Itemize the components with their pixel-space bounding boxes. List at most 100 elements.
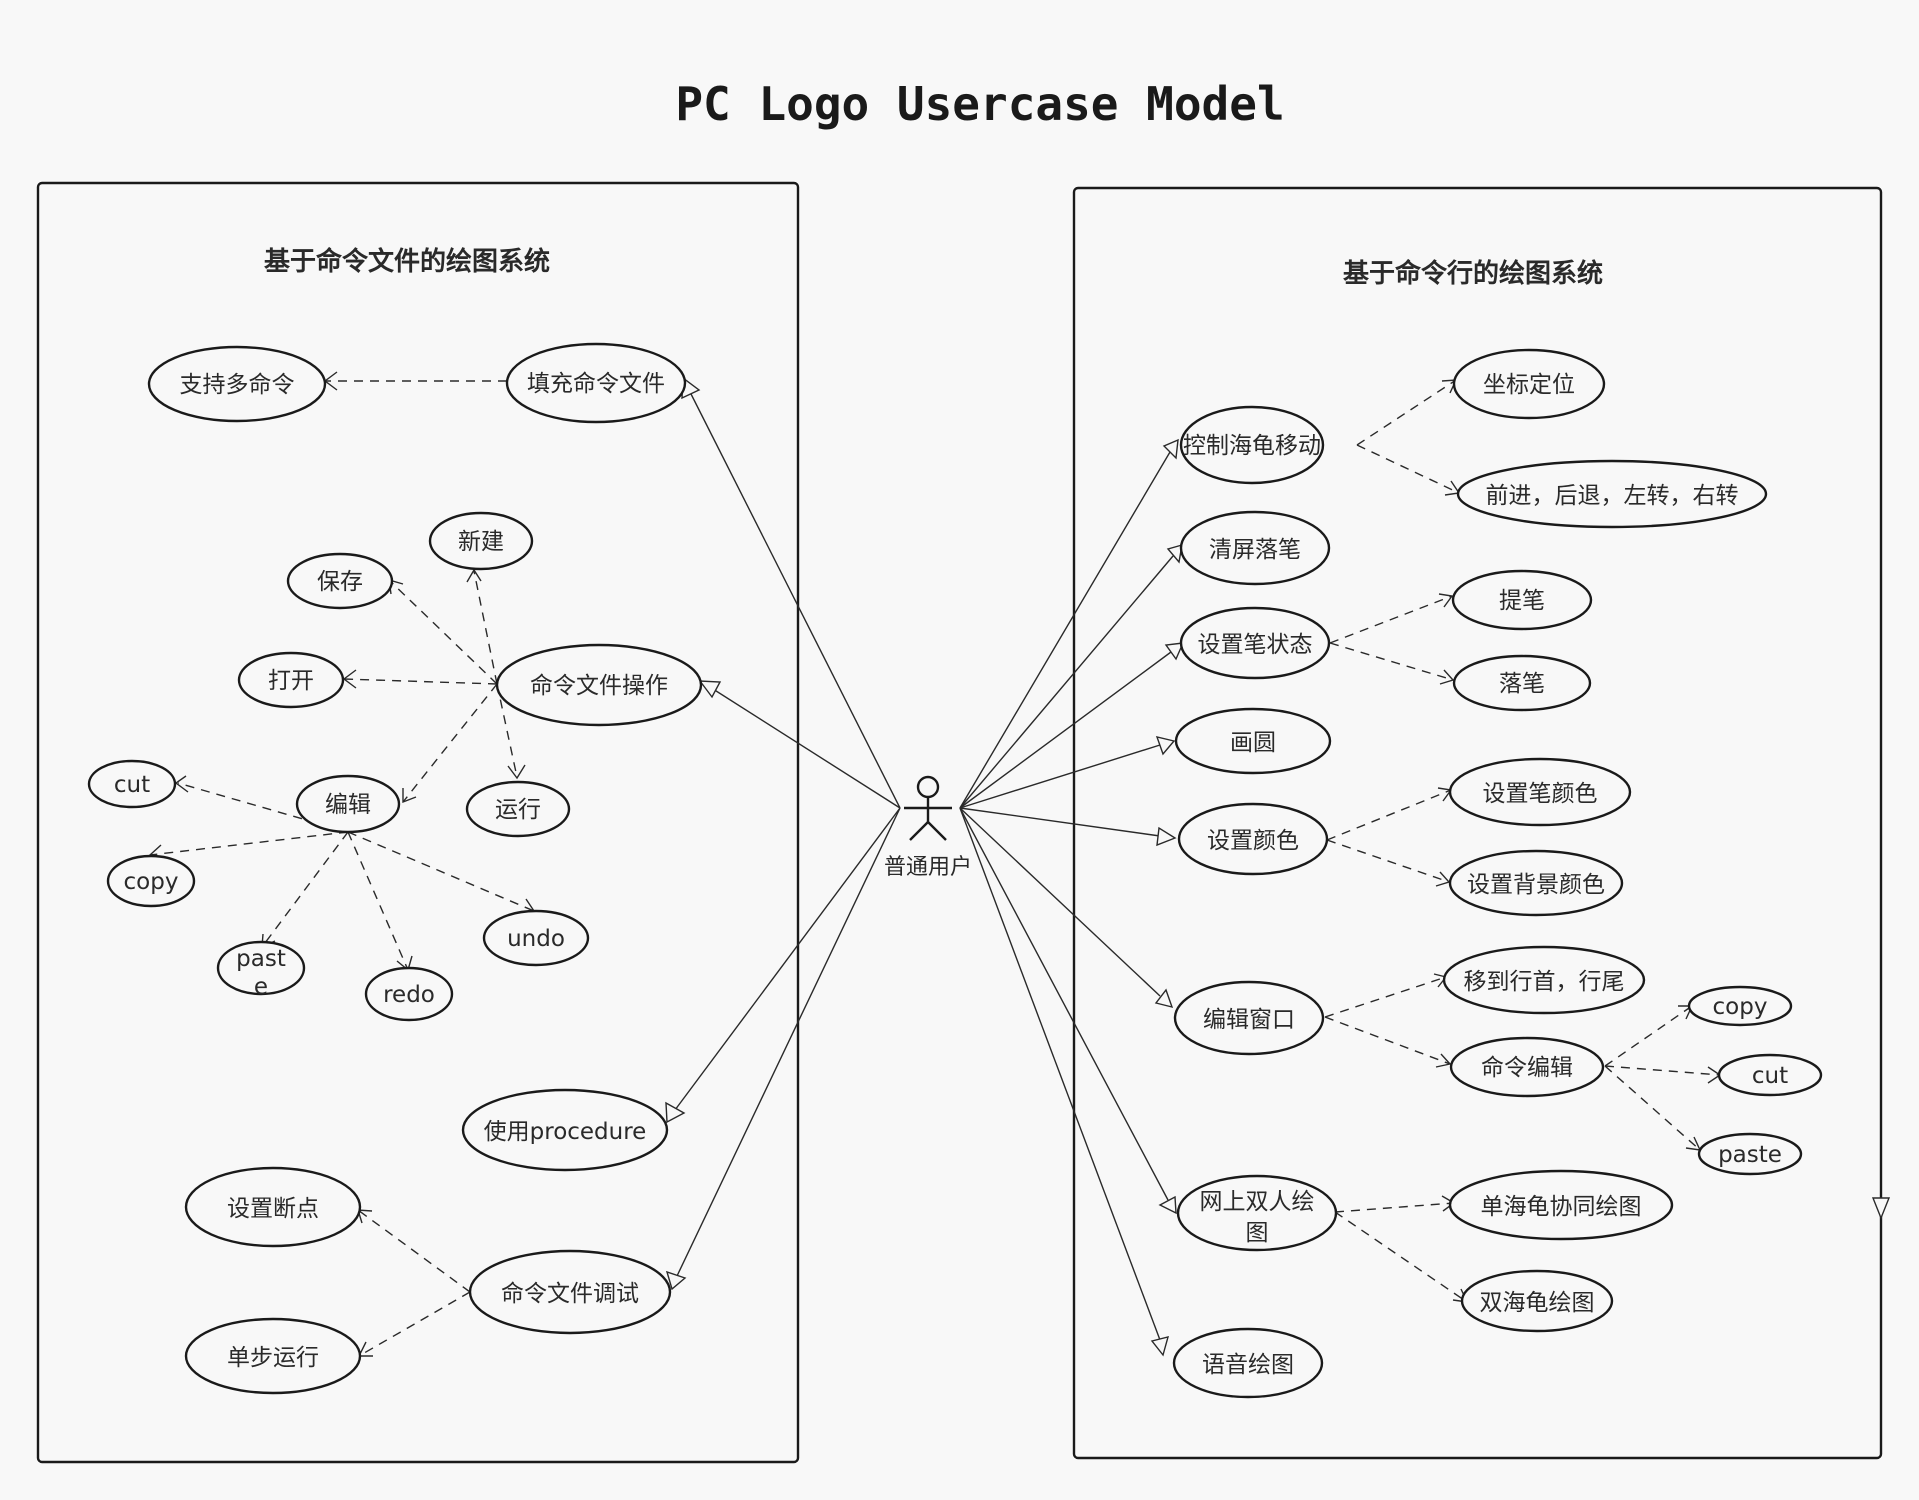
usecase-command-file-ops[interactable]: 命令文件操作 bbox=[495, 643, 703, 727]
usecase-label: 控制海龟移动 bbox=[1183, 433, 1321, 459]
usecase-voice-draw[interactable]: 语音绘图 bbox=[1172, 1327, 1324, 1399]
dependency-line bbox=[1324, 1016, 1451, 1065]
dependency-line bbox=[1356, 379, 1457, 446]
usecase-draw-circle[interactable]: 画圆 bbox=[1174, 707, 1332, 775]
usecase-save[interactable]: 保存 bbox=[286, 552, 394, 610]
usecase-set-pen-state[interactable]: 设置笔状态 bbox=[1179, 606, 1331, 680]
usecase-command-file-debug[interactable]: 命令文件调试 bbox=[468, 1249, 672, 1335]
usecase-set-bg-color[interactable]: 设置背景颜色 bbox=[1448, 849, 1624, 917]
dependency-line bbox=[1326, 839, 1450, 883]
usecase-label: undo bbox=[507, 926, 565, 952]
usecase-label-line1: 网上双人绘 bbox=[1200, 1189, 1315, 1215]
dependency-line bbox=[347, 831, 535, 912]
association-arrowhead bbox=[1156, 826, 1177, 847]
usecase-control-turtle[interactable]: 控制海龟移动 bbox=[1179, 405, 1325, 485]
actor-left-leg bbox=[909, 821, 929, 841]
usecase-label: copy bbox=[1713, 994, 1768, 1020]
dependencies bbox=[148, 371, 1722, 1357]
usecase-use-procedure[interactable]: 使用procedure bbox=[461, 1088, 669, 1172]
usecase-cut-right[interactable]: cut bbox=[1717, 1053, 1823, 1097]
usecase-fill-command-file[interactable]: 填充命令文件 bbox=[505, 342, 687, 424]
usecase-label: paste bbox=[1718, 1142, 1782, 1168]
usecase-label: 前进，后退，左转，右转 bbox=[1486, 483, 1739, 509]
association-line bbox=[959, 807, 1161, 1341]
usecase-label: 单海龟协同绘图 bbox=[1481, 1194, 1642, 1220]
usecase-clear-screen[interactable]: 清屏落笔 bbox=[1179, 510, 1331, 586]
usecase-cut-left[interactable]: cut bbox=[87, 759, 177, 809]
diagram-title: PC Logo Usercase Model bbox=[675, 77, 1284, 131]
dependency-arrowhead bbox=[1435, 871, 1451, 887]
dependency-arrowhead bbox=[1438, 593, 1454, 608]
association-arrowhead bbox=[1155, 736, 1176, 756]
usecase-label: 运行 bbox=[495, 797, 541, 823]
usecase-label: 填充命令文件 bbox=[527, 371, 665, 397]
usecase-label: cut bbox=[1752, 1063, 1788, 1089]
usecase-run[interactable]: 运行 bbox=[465, 780, 571, 838]
usecase-copy-right[interactable]: copy bbox=[1687, 985, 1793, 1027]
usecase-move-line[interactable]: 移到行首，行尾 bbox=[1442, 945, 1646, 1015]
usecase-edit[interactable]: 编辑 bbox=[295, 774, 401, 834]
usecase-label: 落笔 bbox=[1499, 671, 1545, 697]
usecase-support-multi[interactable]: 支持多命令 bbox=[147, 345, 327, 423]
usecase-online-two-person[interactable]: 网上双人绘 图 bbox=[1176, 1174, 1338, 1252]
usecase-pen-down[interactable]: 落笔 bbox=[1452, 654, 1592, 712]
usecase-double-turtle[interactable]: 双海龟绘图 bbox=[1460, 1269, 1614, 1333]
dependency-line bbox=[1604, 1005, 1693, 1067]
usecase-open[interactable]: 打开 bbox=[237, 651, 345, 709]
actor-user[interactable]: 普通用户 bbox=[884, 775, 972, 880]
dependency-arrowhead bbox=[507, 764, 526, 780]
usecase-label: 新建 bbox=[458, 529, 504, 555]
association-line bbox=[959, 807, 1161, 837]
usecase-label: 设置笔颜色 bbox=[1483, 781, 1598, 807]
usecase-coord-position[interactable]: 坐标定位 bbox=[1452, 348, 1606, 420]
usecase-new[interactable]: 新建 bbox=[428, 511, 534, 571]
dependency-line bbox=[347, 831, 409, 971]
usecase-set-color[interactable]: 设置颜色 bbox=[1177, 802, 1329, 876]
association-arrowhead bbox=[1154, 988, 1174, 1008]
usecase-label: 设置背景颜色 bbox=[1467, 872, 1605, 898]
usecase-pen-up[interactable]: 提笔 bbox=[1451, 569, 1593, 631]
dependency-line bbox=[388, 579, 498, 685]
usecase-label: cut bbox=[114, 772, 150, 798]
usecase-copy-left[interactable]: copy bbox=[106, 854, 196, 908]
system-title-command-file: 基于命令文件的绘图系统 bbox=[264, 246, 550, 277]
association-line bbox=[676, 807, 901, 1277]
association-line bbox=[959, 744, 1161, 809]
usecase-paste-right[interactable]: paste bbox=[1697, 1132, 1803, 1176]
association-line bbox=[674, 807, 901, 1111]
association-arrowhead bbox=[698, 680, 722, 699]
usecase-single-turtle-collab[interactable]: 单海龟协同绘图 bbox=[1448, 1169, 1674, 1241]
usecase-forward-back-turn[interactable]: 前进，后退，左转，右转 bbox=[1456, 459, 1768, 529]
usecase-command-edit[interactable]: 命令编辑 bbox=[1449, 1036, 1605, 1098]
usecase-undo[interactable]: undo bbox=[482, 909, 590, 967]
dependency-line bbox=[261, 831, 349, 948]
association-arrowhead bbox=[665, 1101, 686, 1124]
usecase-set-pen-color[interactable]: 设置笔颜色 bbox=[1448, 757, 1632, 827]
actor-right-leg bbox=[927, 821, 947, 841]
usecase-set-breakpoint[interactable]: 设置断点 bbox=[184, 1166, 362, 1248]
dependency-line bbox=[177, 782, 349, 833]
usecase-label: 单步运行 bbox=[227, 1345, 319, 1371]
actor-label: 普通用户 bbox=[884, 855, 972, 880]
dependency-line bbox=[402, 683, 498, 803]
association-arrowhead bbox=[1164, 642, 1185, 661]
dependency-line bbox=[343, 678, 498, 685]
usecase-paste-left[interactable]: past e bbox=[216, 940, 306, 1000]
dependency-line bbox=[1326, 789, 1452, 841]
usecase-label: 清屏落笔 bbox=[1209, 537, 1301, 563]
usecase-step-run[interactable]: 单步运行 bbox=[184, 1317, 362, 1395]
usecase-label: copy bbox=[124, 869, 179, 895]
dependency-line bbox=[358, 1291, 471, 1357]
usecase-label: 编辑窗口 bbox=[1203, 1007, 1295, 1033]
usecase-label: 命令文件操作 bbox=[530, 673, 668, 699]
usecase-edit-window[interactable]: 编辑窗口 bbox=[1173, 980, 1325, 1056]
association-line bbox=[959, 555, 1174, 809]
usecase-label: 命令编辑 bbox=[1481, 1055, 1573, 1081]
usecase-label: 提笔 bbox=[1499, 588, 1545, 614]
association-arrowhead bbox=[665, 1270, 687, 1291]
usecase-redo[interactable]: redo bbox=[364, 966, 454, 1022]
association-line bbox=[959, 807, 1169, 1201]
dependency-arrowhead bbox=[1435, 1053, 1452, 1068]
usecase-label: 使用procedure bbox=[484, 1119, 647, 1145]
